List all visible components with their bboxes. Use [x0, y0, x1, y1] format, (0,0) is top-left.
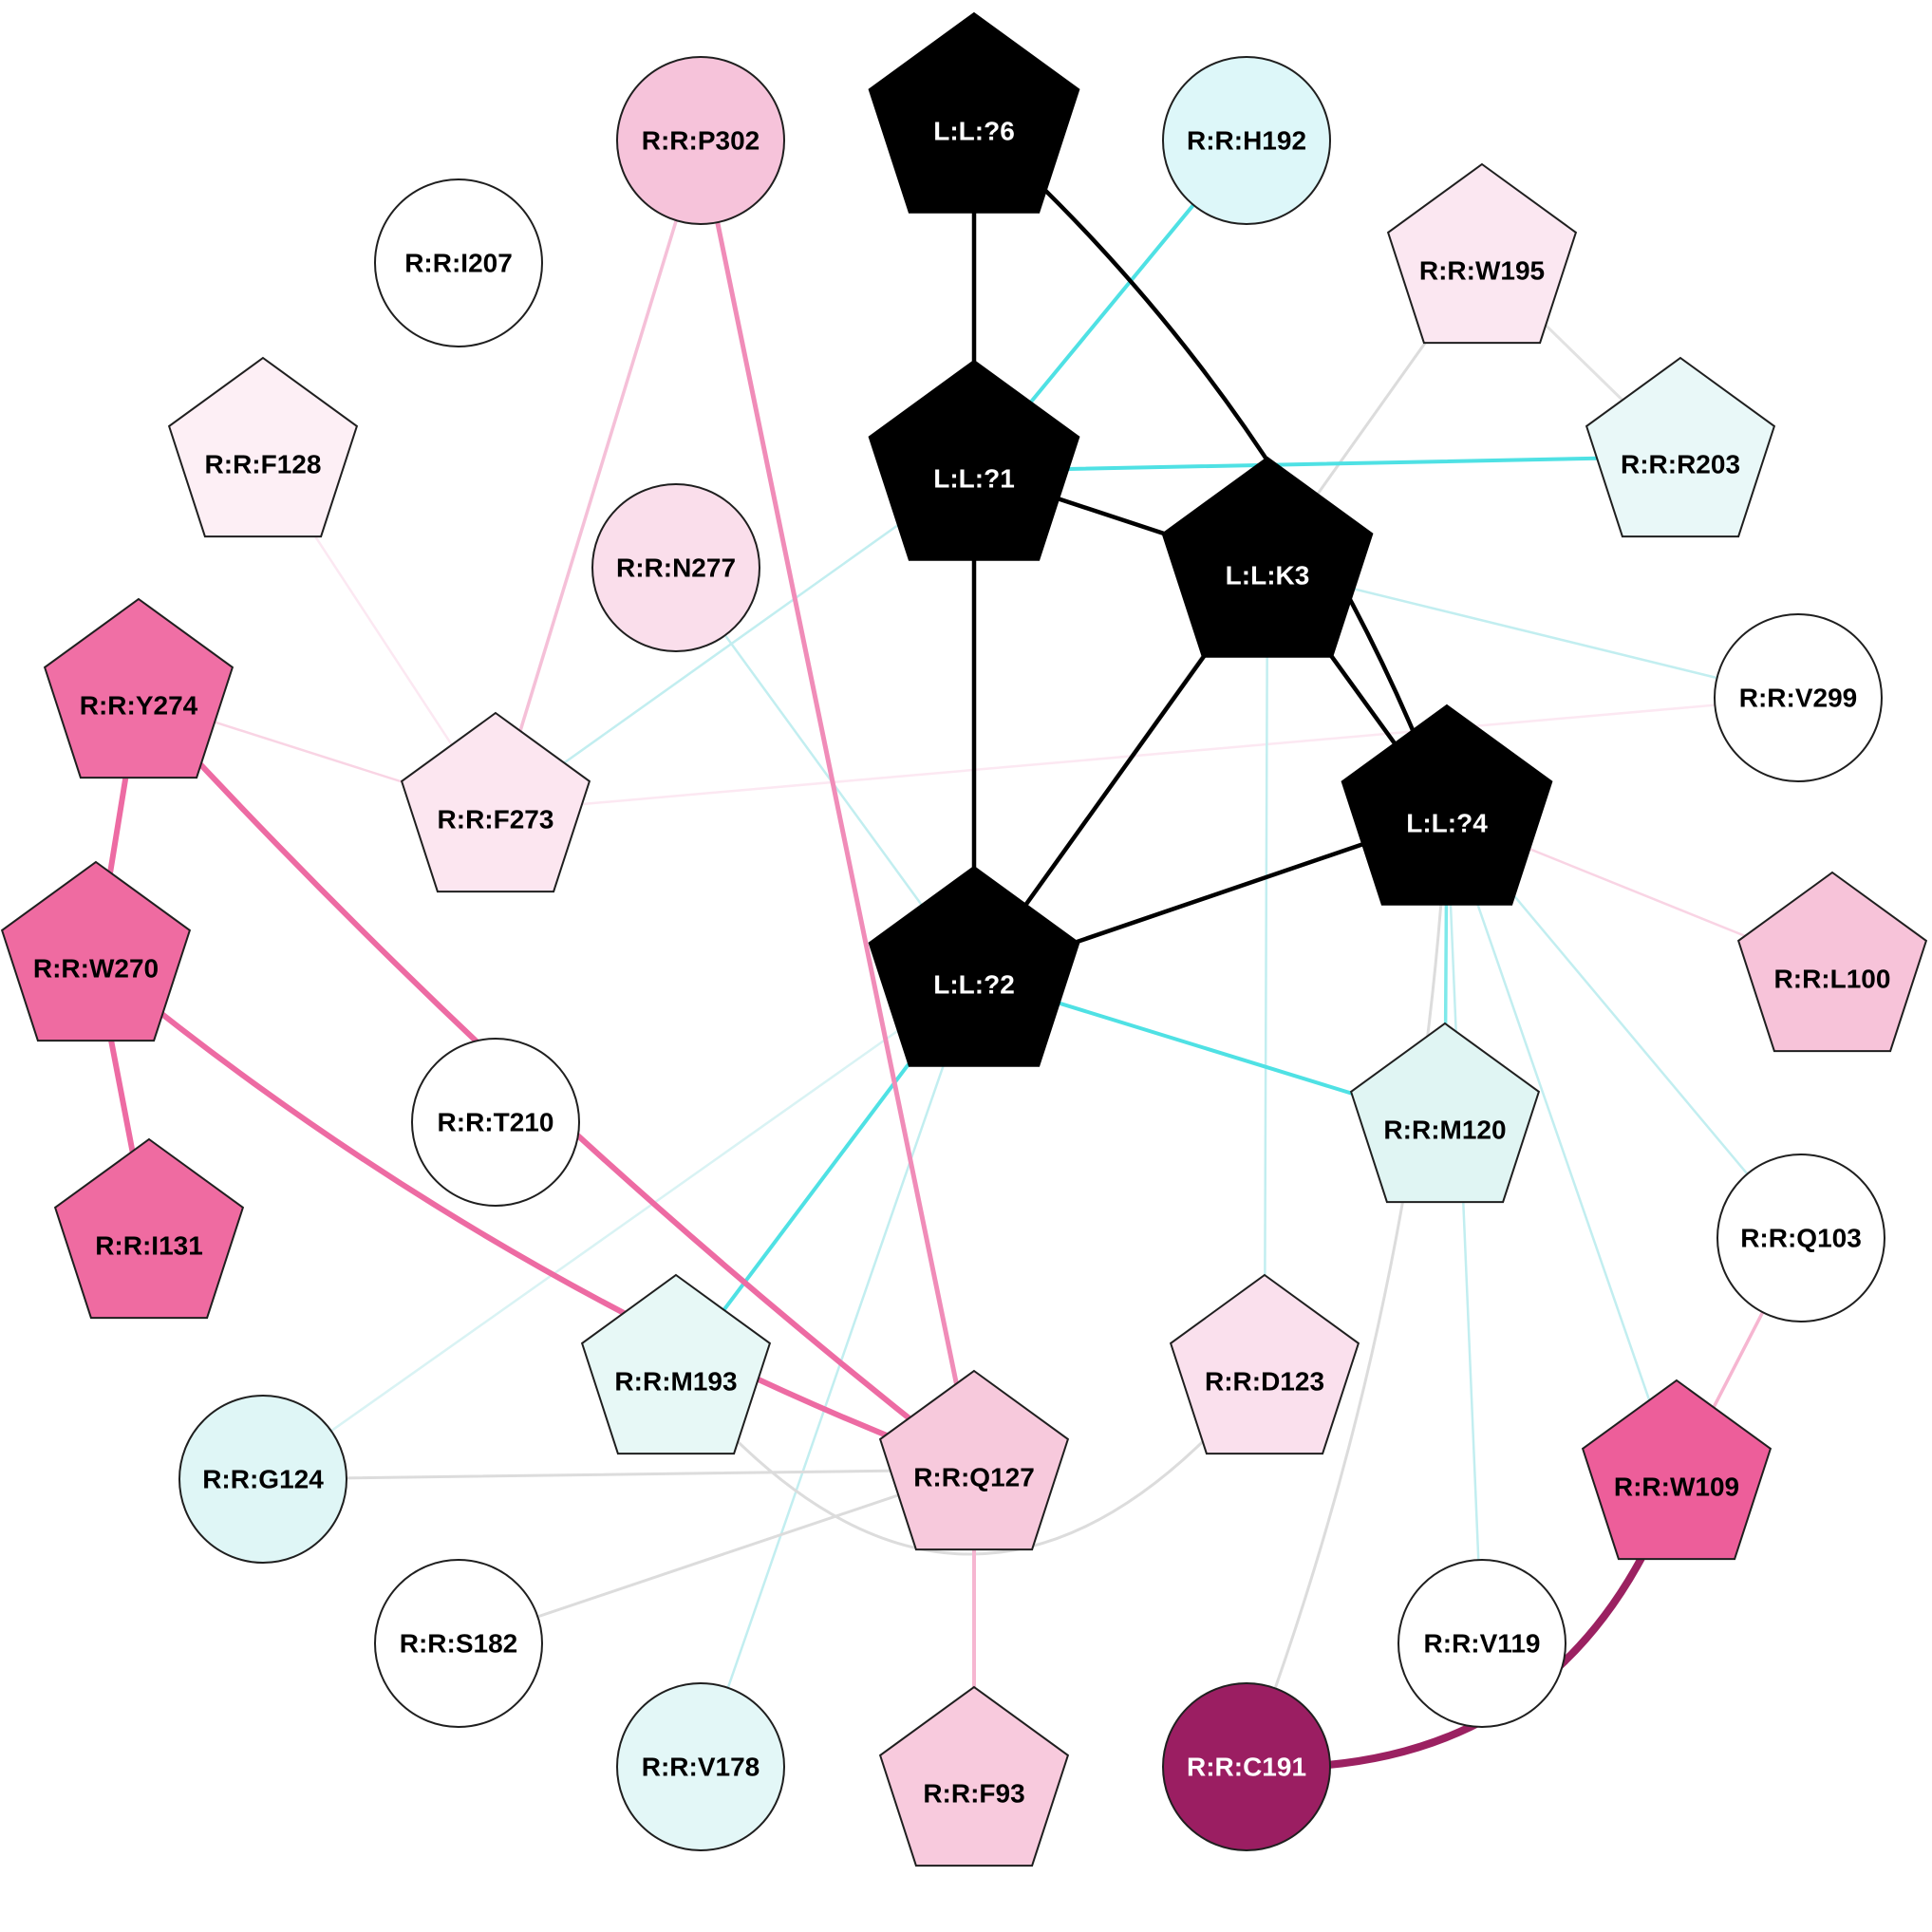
circle-shape: [616, 56, 785, 225]
edge-r-r-w270--r-r-q127: [93, 958, 977, 1472]
pentagon-shape: [1341, 703, 1553, 906]
pentagon-shape: [1585, 356, 1776, 538]
pentagon-shape: [868, 359, 1080, 561]
edge-r-r-v178--l-l-2: [699, 975, 976, 1769]
node-r-r-t210[interactable]: R:R:T210: [411, 1038, 580, 1207]
node-r-r-g124[interactable]: R:R:G124: [178, 1395, 347, 1564]
pentagon-shape: [1349, 1022, 1541, 1204]
node-r-r-m193[interactable]: R:R:M193: [580, 1273, 772, 1455]
edge-r-r-r203--l-l-1: [972, 455, 1682, 473]
pentagon-shape: [868, 865, 1080, 1067]
pentagon-shape: [1161, 456, 1374, 658]
edge-r-r-v299--l-l-k3: [1266, 566, 1800, 700]
edge-r-r-g124--r-r-q127: [261, 1468, 976, 1481]
circle-shape: [616, 1682, 785, 1851]
edge-r-r-v119--l-l-4: [1445, 814, 1484, 1645]
pentagon-shape: [0, 860, 192, 1042]
pentagon-shape: [1169, 1273, 1360, 1455]
circle-shape: [591, 483, 760, 652]
node-r-r-f273[interactable]: R:R:F273: [400, 711, 591, 893]
circle-shape: [1714, 613, 1883, 782]
pentagon-shape: [878, 1369, 1070, 1551]
node-r-r-i207[interactable]: R:R:I207: [374, 178, 543, 347]
pentagon-shape: [868, 11, 1080, 214]
circle-shape: [1162, 1682, 1331, 1851]
edge-r-r-d123--l-l-k3: [1263, 566, 1269, 1376]
edge-r-r-p302--r-r-f273: [494, 139, 703, 814]
node-r-r-r203[interactable]: R:R:R203: [1585, 356, 1776, 538]
edge-r-r-f273--r-r-v299: [494, 696, 1800, 814]
node-r-r-d123[interactable]: R:R:D123: [1169, 1273, 1360, 1455]
node-r-r-i131[interactable]: R:R:I131: [53, 1137, 245, 1320]
edge-r-r-s182--r-r-q127: [457, 1468, 976, 1645]
pentagon-shape: [1386, 162, 1578, 345]
pentagon-shape: [580, 1273, 772, 1455]
circle-shape: [1162, 56, 1331, 225]
node-r-r-f93[interactable]: R:R:F93: [878, 1685, 1070, 1867]
edge-r-r-c191--l-l-4: [1245, 814, 1449, 1769]
node-r-r-w270[interactable]: R:R:W270: [0, 860, 192, 1042]
node-r-r-n277[interactable]: R:R:N277: [591, 483, 760, 652]
node-r-r-q127[interactable]: R:R:Q127: [878, 1369, 1070, 1551]
circle-shape: [374, 178, 543, 347]
pentagon-shape: [53, 1137, 245, 1320]
node-r-r-s182[interactable]: R:R:S182: [374, 1559, 543, 1728]
edge-r-r-w109--l-l-4: [1445, 814, 1679, 1481]
edge-r-r-g124--l-l-2: [261, 975, 976, 1481]
node-r-r-h192[interactable]: R:R:H192: [1162, 56, 1331, 225]
pentagon-shape: [43, 597, 234, 779]
node-r-r-v178[interactable]: R:R:V178: [616, 1682, 785, 1851]
node-l-l-k3[interactable]: L:L:K3: [1161, 456, 1374, 658]
node-r-r-w109[interactable]: R:R:W109: [1581, 1379, 1773, 1561]
edge-r-r-m193--r-r-d123: [674, 1372, 1266, 1556]
node-r-r-w195[interactable]: R:R:W195: [1386, 162, 1578, 345]
node-r-r-v119[interactable]: R:R:V119: [1397, 1559, 1566, 1728]
circle-shape: [1397, 1559, 1566, 1728]
pentagon-shape: [878, 1685, 1070, 1867]
circle-shape: [178, 1395, 347, 1564]
pentagon-shape: [167, 356, 359, 538]
pentagon-shape: [1736, 871, 1928, 1053]
node-r-r-l100[interactable]: R:R:L100: [1736, 871, 1928, 1053]
circle-shape: [1716, 1154, 1885, 1322]
node-l-l-1[interactable]: L:L:?1: [868, 359, 1080, 561]
node-r-r-v299[interactable]: R:R:V299: [1714, 613, 1883, 782]
node-r-r-q103[interactable]: R:R:Q103: [1716, 1154, 1885, 1322]
node-r-r-f128[interactable]: R:R:F128: [167, 356, 359, 538]
node-l-l-6[interactable]: L:L:?6: [868, 11, 1080, 214]
circle-shape: [374, 1559, 543, 1728]
edge-r-r-p302--r-r-q127: [698, 138, 977, 1472]
pentagon-shape: [400, 711, 591, 893]
edge-r-r-f273--l-l-1: [494, 469, 976, 814]
edge-l-l-6--l-l-4: [971, 121, 1450, 818]
node-r-r-p302[interactable]: R:R:P302: [616, 56, 785, 225]
circle-shape: [411, 1038, 580, 1207]
node-r-r-y274[interactable]: R:R:Y274: [43, 597, 234, 779]
node-r-r-m120[interactable]: R:R:M120: [1349, 1022, 1541, 1204]
node-r-r-c191[interactable]: R:R:C191: [1162, 1682, 1331, 1851]
node-l-l-2[interactable]: L:L:?2: [868, 865, 1080, 1067]
pentagon-shape: [1581, 1379, 1773, 1561]
